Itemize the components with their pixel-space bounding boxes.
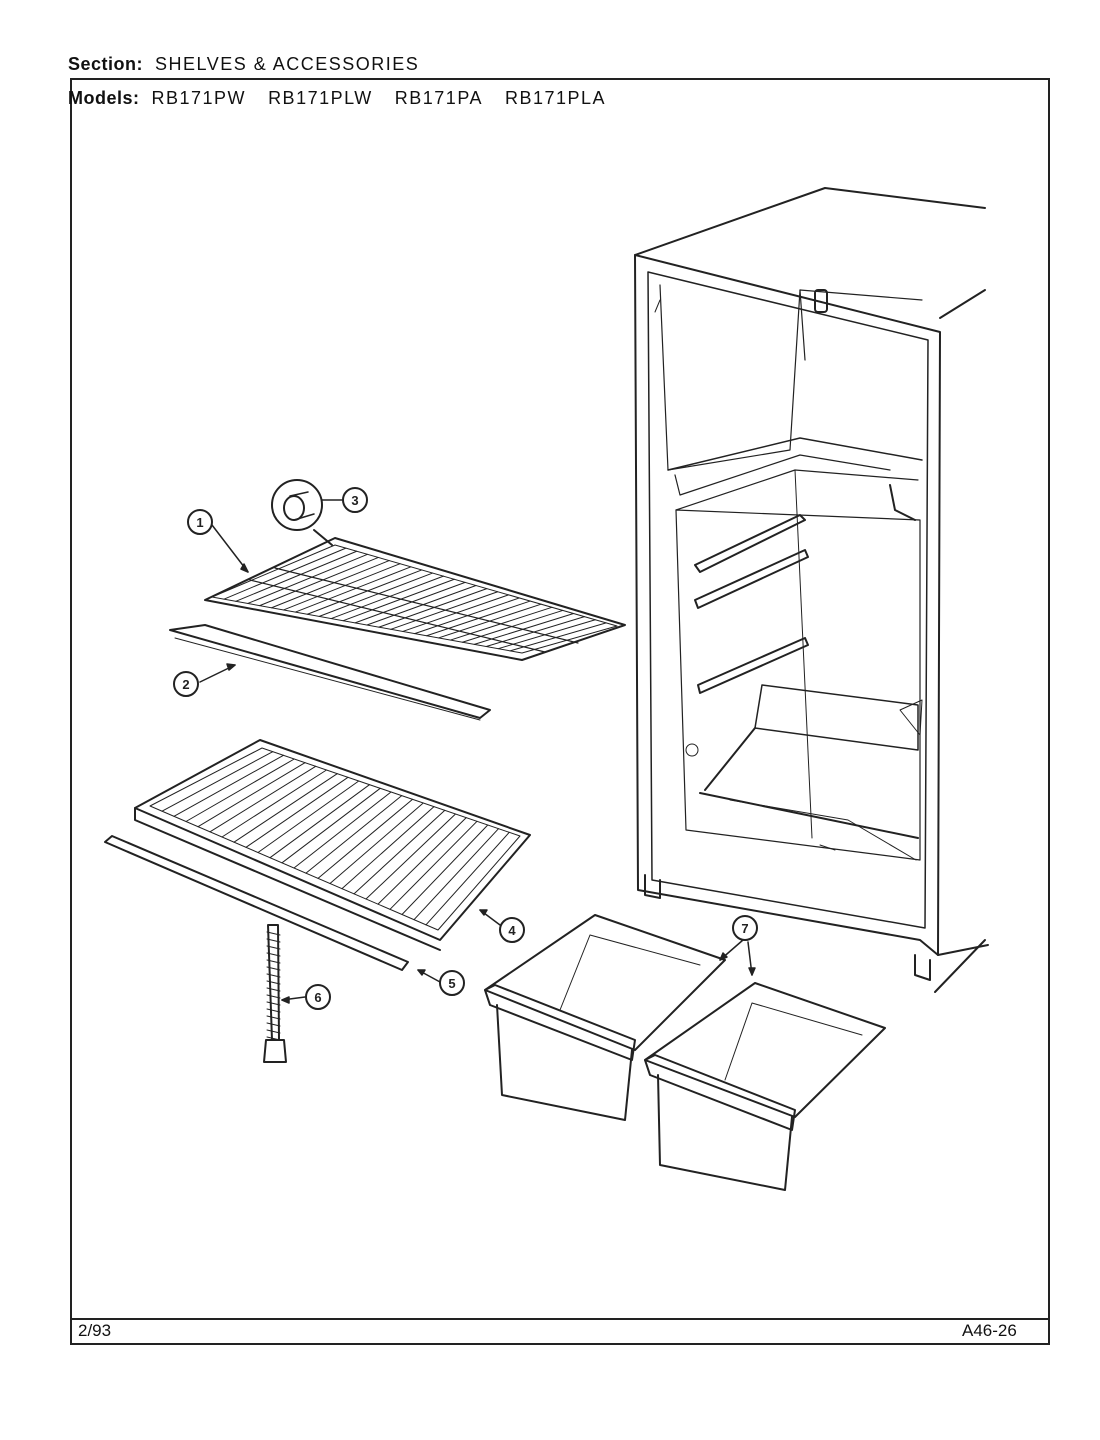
glass-shelf (134, 739, 531, 951)
callout-number: 1 (196, 515, 203, 530)
callout-1: 1 (187, 509, 213, 535)
callout-6: 6 (305, 984, 331, 1010)
callout-3: 3 (342, 487, 368, 513)
callout-2: 2 (173, 671, 199, 697)
shelf-front-rod (104, 835, 409, 971)
shelf-front-trim (169, 624, 491, 721)
control-shaft (263, 924, 287, 1063)
callout-7: 7 (732, 915, 758, 941)
model-number: RB171PW (151, 88, 247, 108)
wire-shelf (204, 537, 626, 661)
crisper-drawer-right (644, 982, 886, 1191)
models-header: Models: RB171PW RB171PLW RB171PA RB171PLA (68, 88, 628, 109)
callout-number: 2 (182, 677, 189, 692)
shelf-end-cap (271, 479, 333, 546)
callout-4: 4 (499, 917, 525, 943)
section-value: SHELVES & ACCESSORIES (155, 54, 420, 74)
page-code: A46-26 (962, 1321, 1017, 1340)
callout-number: 3 (351, 493, 358, 508)
callout-number: 7 (741, 921, 748, 936)
diagram-frame (70, 78, 1050, 1345)
footer-divider (70, 1318, 1050, 1320)
callout-5: 5 (439, 970, 465, 996)
models-label: Models: (68, 88, 140, 108)
crisper-drawer-left (484, 914, 726, 1121)
callout-number: 6 (314, 990, 321, 1005)
refrigerator-cabinet (634, 187, 989, 993)
model-number: RB171PA (394, 88, 483, 108)
models-list: RB171PW RB171PLW RB171PA RB171PLA (152, 88, 629, 108)
section-header: Section: SHELVES & ACCESSORIES (68, 54, 419, 75)
model-number: RB171PLA (505, 88, 607, 108)
callout-number: 4 (508, 923, 516, 938)
exploded-parts-diagram: 1 2 3 4 5 6 7 (104, 187, 989, 1191)
revision-date: 2/93 (78, 1321, 112, 1340)
model-number: RB171PLW (268, 88, 373, 108)
leader-lines (199, 499, 756, 1004)
callout-number: 5 (448, 976, 455, 991)
section-label: Section: (68, 54, 144, 74)
